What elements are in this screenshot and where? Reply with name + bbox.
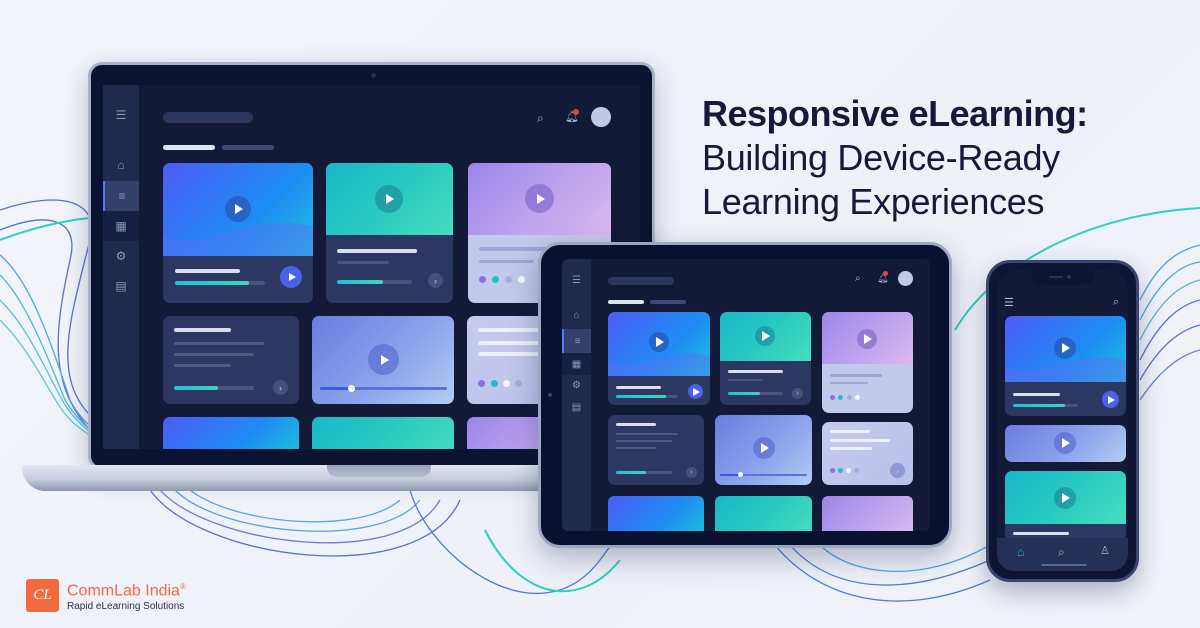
tab-inactive[interactable]	[650, 300, 686, 304]
tab-active[interactable]	[163, 145, 215, 150]
search-placeholder-bar	[163, 112, 253, 123]
courses-icon[interactable]: ≡	[103, 181, 139, 211]
play-icon[interactable]	[753, 437, 775, 459]
avatar[interactable]	[898, 271, 913, 286]
phone-screen: ☰ ⌕ ⌂ ⌕ ♙	[997, 271, 1128, 571]
document-icon[interactable]: ▤	[571, 401, 582, 413]
text-card[interactable]: ›	[163, 316, 299, 404]
course-card[interactable]	[163, 163, 313, 303]
bell-icon[interactable]: 🔔︎	[565, 111, 579, 123]
play-icon[interactable]	[375, 185, 403, 213]
menu-icon[interactable]: ☰	[572, 274, 581, 286]
notification-badge	[883, 271, 888, 276]
play-icon[interactable]	[525, 184, 554, 213]
phone-notch	[1031, 269, 1095, 285]
scrubber-handle[interactable]	[738, 472, 743, 477]
play-button[interactable]	[1102, 391, 1119, 408]
headline: Responsive eLearning: Building Device-Re…	[702, 92, 1088, 224]
headline-line-1: Responsive eLearning:	[702, 93, 1088, 134]
laptop-screen: ☰ ⌂ ≡ ▦ ⚙ ▤ ⌕ 🔔︎	[103, 85, 640, 449]
play-icon[interactable]	[368, 344, 399, 375]
course-card[interactable]	[608, 496, 704, 531]
course-card[interactable]	[822, 312, 913, 413]
progress-bar	[174, 386, 218, 390]
video-player-card[interactable]	[312, 316, 454, 404]
search-icon[interactable]: ⌕	[1058, 545, 1065, 559]
notification-badge	[573, 109, 579, 115]
grid-icon[interactable]: ▦	[103, 211, 139, 241]
logo-mark-icon: CL	[26, 578, 59, 612]
home-icon[interactable]: ⌂	[1017, 545, 1025, 559]
play-icon[interactable]	[649, 332, 669, 352]
search-placeholder-bar	[608, 277, 674, 285]
brand-tagline: Rapid eLearning Solutions	[67, 601, 185, 613]
play-icon[interactable]	[857, 329, 877, 349]
course-card[interactable]	[608, 312, 710, 405]
course-card[interactable]: ›	[720, 312, 811, 405]
course-card[interactable]	[822, 496, 913, 531]
tab-active[interactable]	[608, 300, 644, 304]
video-card[interactable]	[1005, 425, 1126, 462]
tab-inactive[interactable]	[222, 145, 274, 150]
brand-logo[interactable]: CL CommLab India® Rapid eLearning Soluti…	[26, 578, 186, 612]
chevron-right-icon[interactable]: ›	[792, 388, 803, 399]
scrubber-handle[interactable]	[348, 385, 355, 392]
search-icon[interactable]: ⌕	[1113, 296, 1120, 308]
grid-icon[interactable]: ▦	[562, 353, 591, 375]
play-icon[interactable]	[225, 196, 251, 222]
menu-icon[interactable]: ☰	[115, 108, 127, 122]
play-icon[interactable]	[1054, 432, 1076, 454]
camera-icon	[371, 73, 376, 78]
bell-icon[interactable]: 🔔︎	[877, 273, 889, 283]
camera-icon	[548, 393, 552, 397]
laptop-notch	[327, 465, 431, 477]
course-card[interactable]	[312, 417, 454, 449]
avatar[interactable]	[591, 107, 611, 127]
chevron-right-icon[interactable]: ›	[890, 463, 905, 478]
laptop-sidebar: ☰ ⌂ ≡ ▦ ⚙ ▤	[103, 85, 139, 449]
settings-icon[interactable]: ⚙	[115, 249, 127, 263]
text-card[interactable]: ›	[822, 422, 913, 485]
profile-icon[interactable]: ♙	[1100, 545, 1110, 557]
course-card[interactable]	[715, 496, 812, 531]
play-button[interactable]	[280, 266, 302, 288]
progress-bar	[175, 281, 249, 285]
menu-icon[interactable]: ☰	[1004, 297, 1014, 309]
tablet-screen: ☰ ⌂ ≡ ▦ ⚙ ▤ ⌕ 🔔︎ ›	[562, 259, 930, 531]
play-icon[interactable]	[755, 326, 775, 346]
play-button[interactable]	[688, 384, 703, 399]
headline-line-2: Building Device-Ready	[702, 137, 1060, 178]
chevron-right-icon[interactable]: ›	[686, 467, 697, 478]
course-card[interactable]	[1005, 316, 1126, 416]
bottom-tab-bar: ⌂ ⌕ ♙	[997, 538, 1128, 571]
play-icon[interactable]	[1054, 337, 1076, 359]
search-icon[interactable]: ⌕	[537, 111, 544, 125]
course-card[interactable]: ›	[326, 163, 453, 303]
settings-icon[interactable]: ⚙	[572, 379, 581, 391]
play-icon[interactable]	[1054, 487, 1076, 509]
chevron-right-icon[interactable]: ›	[428, 273, 443, 288]
home-indicator	[1041, 564, 1087, 566]
home-icon[interactable]: ⌂	[117, 158, 125, 172]
courses-icon[interactable]: ≡	[562, 329, 591, 353]
tablet-sidebar: ☰ ⌂ ≡ ▦ ⚙ ▤	[562, 259, 591, 531]
progress-bar	[337, 280, 383, 284]
phone-device: ☰ ⌕ ⌂ ⌕ ♙	[986, 260, 1139, 582]
brand-name: CommLab India®	[67, 582, 186, 600]
text-card[interactable]: ›	[608, 415, 704, 485]
chevron-right-icon[interactable]: ›	[273, 380, 288, 395]
search-icon[interactable]: ⌕	[855, 273, 861, 284]
course-card[interactable]	[163, 417, 299, 449]
tablet-device: ☰ ⌂ ≡ ▦ ⚙ ▤ ⌕ 🔔︎ ›	[538, 242, 952, 548]
course-card[interactable]	[1005, 471, 1126, 541]
document-icon[interactable]: ▤	[115, 279, 127, 293]
home-icon[interactable]: ⌂	[573, 309, 580, 321]
headline-line-3: Learning Experiences	[702, 181, 1045, 222]
scrubber-progress	[320, 387, 351, 390]
video-player-card[interactable]	[715, 415, 812, 485]
